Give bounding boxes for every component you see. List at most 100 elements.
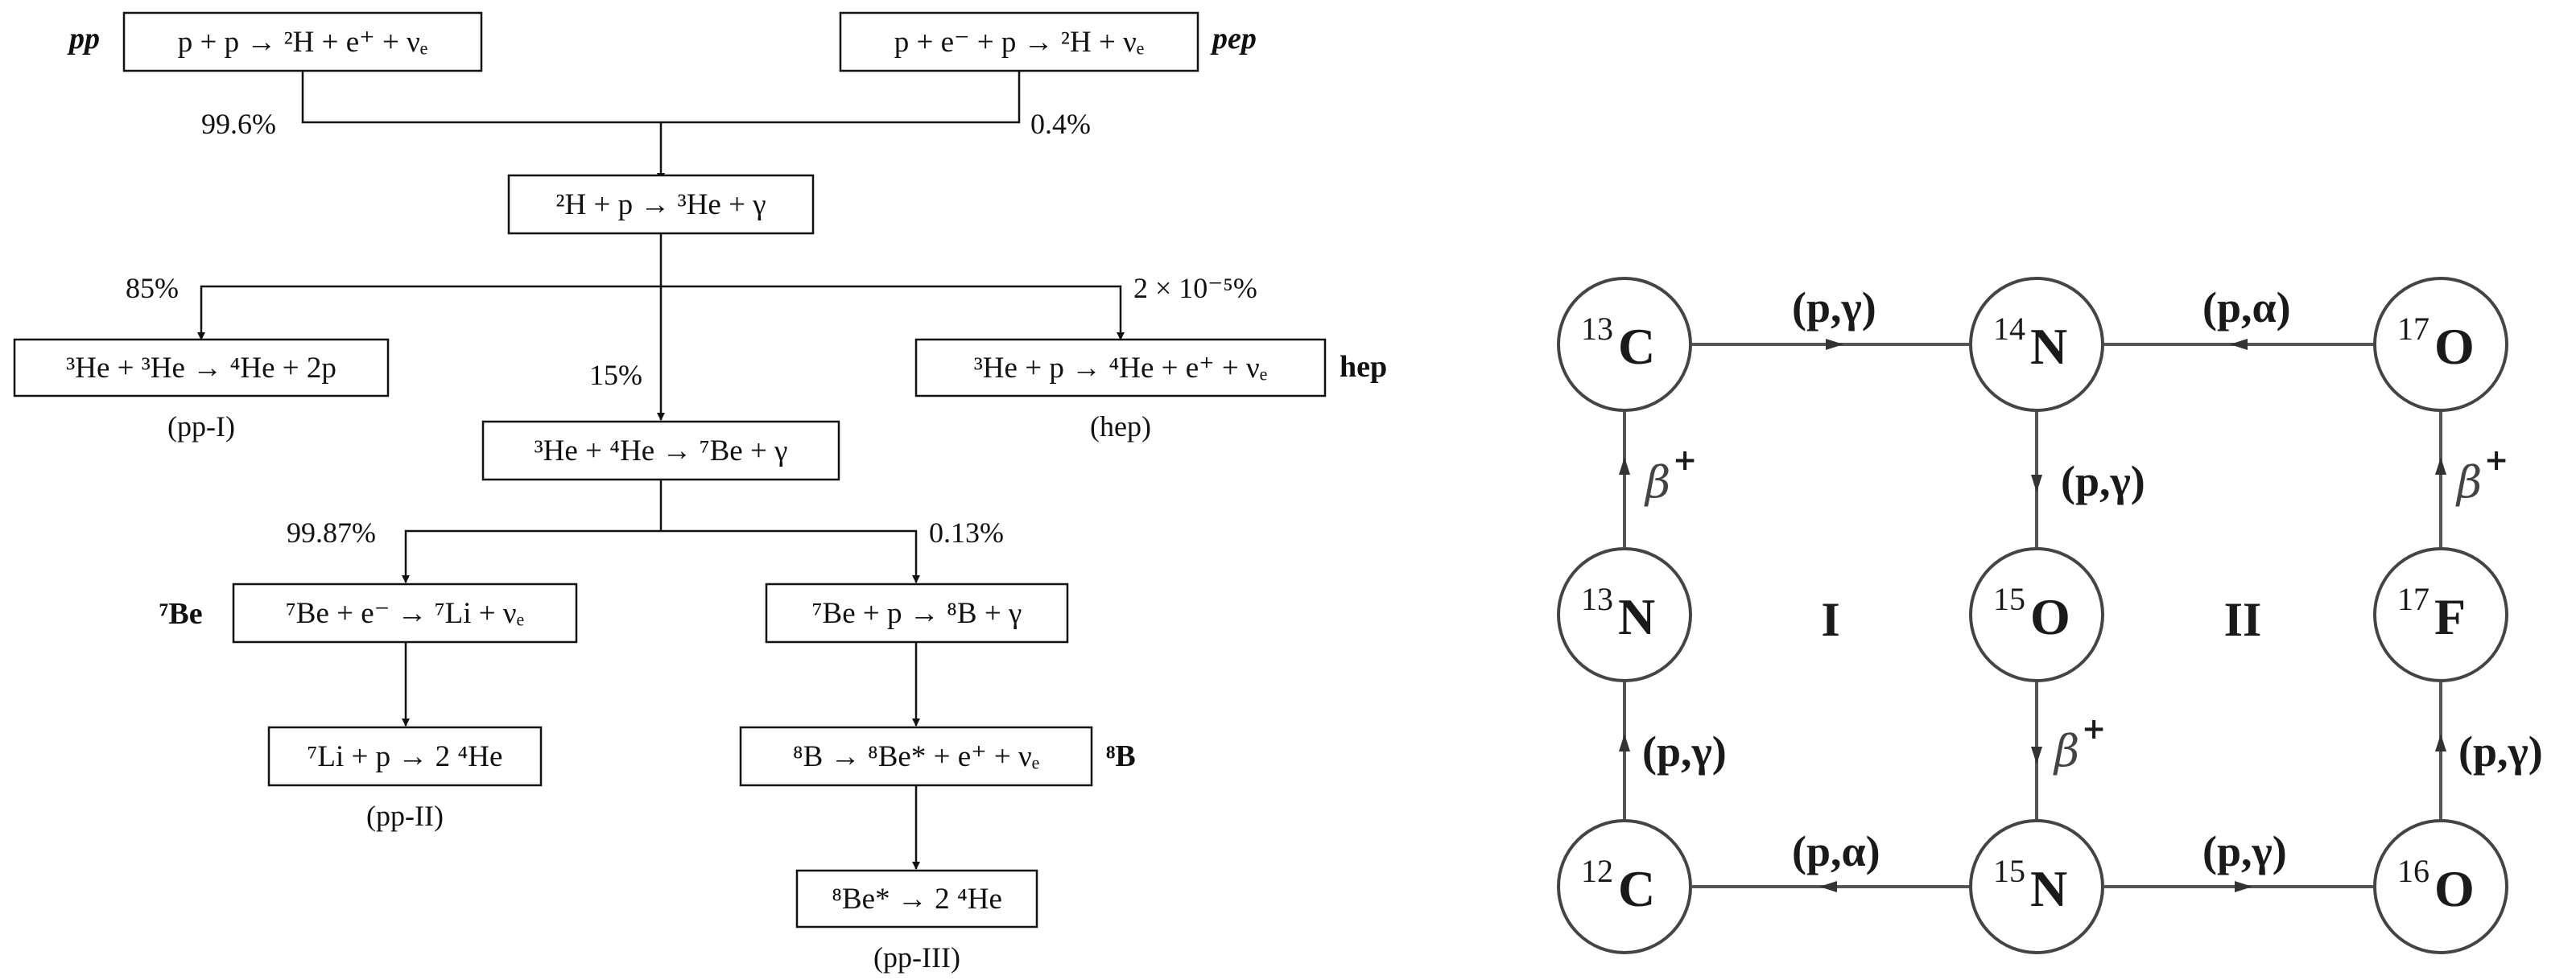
ppI-reaction-box [13,338,390,397]
arrowhead-c12-n13 [1619,734,1630,751]
label-o17-n14: (p,α) [2202,283,2291,331]
ppII-caption: (pp-II) [366,800,444,832]
label-n15-o16: (p,γ) [2202,827,2287,875]
be7p-reaction-box [765,583,1069,644]
b8-tag: ⁸B [1106,739,1136,773]
pp-chain-tags: pp pep hep ⁷Be ⁸B [67,22,1387,773]
pp-chain-diagram: p + p → ²H + e⁺ + νₑ p + e⁻ + p → ²H + ν… [13,11,1387,974]
cno-arrowheads [1619,339,2446,892]
pp-chain-captions: (pp-I) (hep) (pp-II) (pp-III) [167,410,1151,974]
cno-beta-labels: β + β + β + [1644,443,2508,776]
arrowhead-n15-o16 [2235,881,2252,892]
nucleus-circle-n15 [1969,819,2104,954]
label-c13-n14: (p,γ) [1792,283,1876,331]
hep-reaction-box [914,338,1327,397]
pp-reaction-text: p + p → ²H + e⁺ + νₑ [178,26,428,59]
ppI-branch: 85% [126,272,179,304]
nucleus-circle-f17 [2373,547,2508,682]
beta-f17-o17: β [2455,457,2482,508]
nucleus-circle-c12 [1557,819,1692,954]
pp-to-merge-line [301,71,1021,124]
pp-branch: 99.6% [201,108,276,140]
he3he4-branch: 15% [589,359,642,391]
nucleus-circle-n14 [1969,277,2104,412]
ppIII-caption: (pp-III) [873,941,960,974]
cycle-II-label: II [2224,593,2262,646]
split-ppI-line [197,285,661,340]
nucleus-symbol-o16: O [2434,860,2475,917]
arrowhead-o16-f17 [2435,734,2446,751]
split-be7p-line [661,529,920,583]
beta-sup-o15-n15: + [2082,712,2106,746]
nucleus-circle-n13 [1557,547,1692,682]
nucleus-symbol-o15: O [2030,588,2070,645]
hep-tag: hep [1340,350,1387,384]
arrowhead-n14-o15 [2031,475,2042,492]
be8-reaction-text: ⁸Be* → 2 ⁴He [832,883,1002,916]
nucleus-symbol-n15: N [2030,860,2067,917]
hep-caption: (hep) [1090,410,1151,443]
deuterium-reaction-box [507,174,815,235]
label-n15-c12: (p,α) [1792,827,1880,875]
nucleus-circle-o16 [2373,819,2508,954]
pp-chain-branches: 99.6% 0.4% 85% 2 × 10⁻⁵% 15% 99.87% 0.13… [126,108,1257,549]
label-n14-o15: (p,γ) [2061,457,2145,505]
split-be7ec-line [402,529,661,583]
nucleus-mass-o17: 17 [2397,311,2429,347]
pep-branch: 0.4% [1030,108,1091,140]
nucleus-mass-n15: 15 [1993,853,2025,889]
hep-reaction-text: ³He + p → ⁴He + e⁺ + νₑ [974,352,1268,385]
be7p-reaction-text: ⁷Be + p → ⁸B + γ [812,597,1022,630]
li7-reaction-box [267,726,543,787]
nucleus-mass-o15: 15 [1993,581,2025,617]
arrowhead-f17-o17 [2435,457,2446,475]
split-hep-line [661,285,1125,340]
pep-reaction-box [839,11,1199,72]
label-o16-f17: (p,γ) [2458,727,2543,776]
nucleus-symbol-c13: C [1618,318,1655,375]
li7-reaction-text: ⁷Li + p → 2 ⁴He [308,740,503,773]
pp-chain-reactions: p + p → ²H + e⁺ + νₑ p + e⁻ + p → ²H + ν… [66,26,1267,916]
arrowhead-n15-c12 [1819,881,1837,892]
nucleus-symbol-f17: F [2434,588,2466,645]
deuterium-reaction-text: ²H + p → ³He + γ [555,188,766,221]
be7ec-branch: 99.87% [287,517,376,549]
arrowhead-o17-n14 [2230,339,2248,350]
nucleus-circle-o17 [2373,277,2508,412]
beta-o15-n15: β [2053,726,2079,776]
nucleus-circle-o15 [1969,547,2104,682]
arrowhead-c13-n14 [1826,339,1843,350]
ppI-reaction-text: ³He + ³He → ⁴He + 2p [66,352,336,385]
label-c12-n13: (p,γ) [1642,727,1727,776]
nucleus-mass-n14: 14 [1993,311,2025,347]
cno-cycle-labels: I II [1821,593,2261,646]
beta-n13-c13: β [1644,457,1670,508]
be7ec-reaction-text: ⁷Be + e⁻ → ⁷Li + νₑ [286,597,524,630]
beta-sup-n13-c13: + [1673,443,1697,477]
nucleus-mass-n13: 13 [1581,581,1613,617]
cno-edge-labels: (p,γ) (p,α) (p,γ) (p,γ) (p,γ) (p,α) (p,γ… [1642,283,2543,875]
he3he4-reaction-box [481,420,840,481]
nucleus-mass-c12: 12 [1581,853,1613,889]
arrowhead-n13-c13 [1619,457,1630,475]
nucleus-symbol-o17: O [2434,318,2475,375]
hep-branch: 2 × 10⁻⁵% [1133,272,1257,304]
nucleus-mass-o16: 16 [2397,853,2429,889]
nucleus-symbol-n14: N [2030,318,2067,375]
pp-tag: pp [67,22,100,56]
b8-reaction-box [739,726,1093,787]
nucleus-symbol-c12: C [1618,860,1655,917]
pp-chain-boxes [13,11,1327,929]
nucleus-circle-c13 [1557,277,1692,412]
